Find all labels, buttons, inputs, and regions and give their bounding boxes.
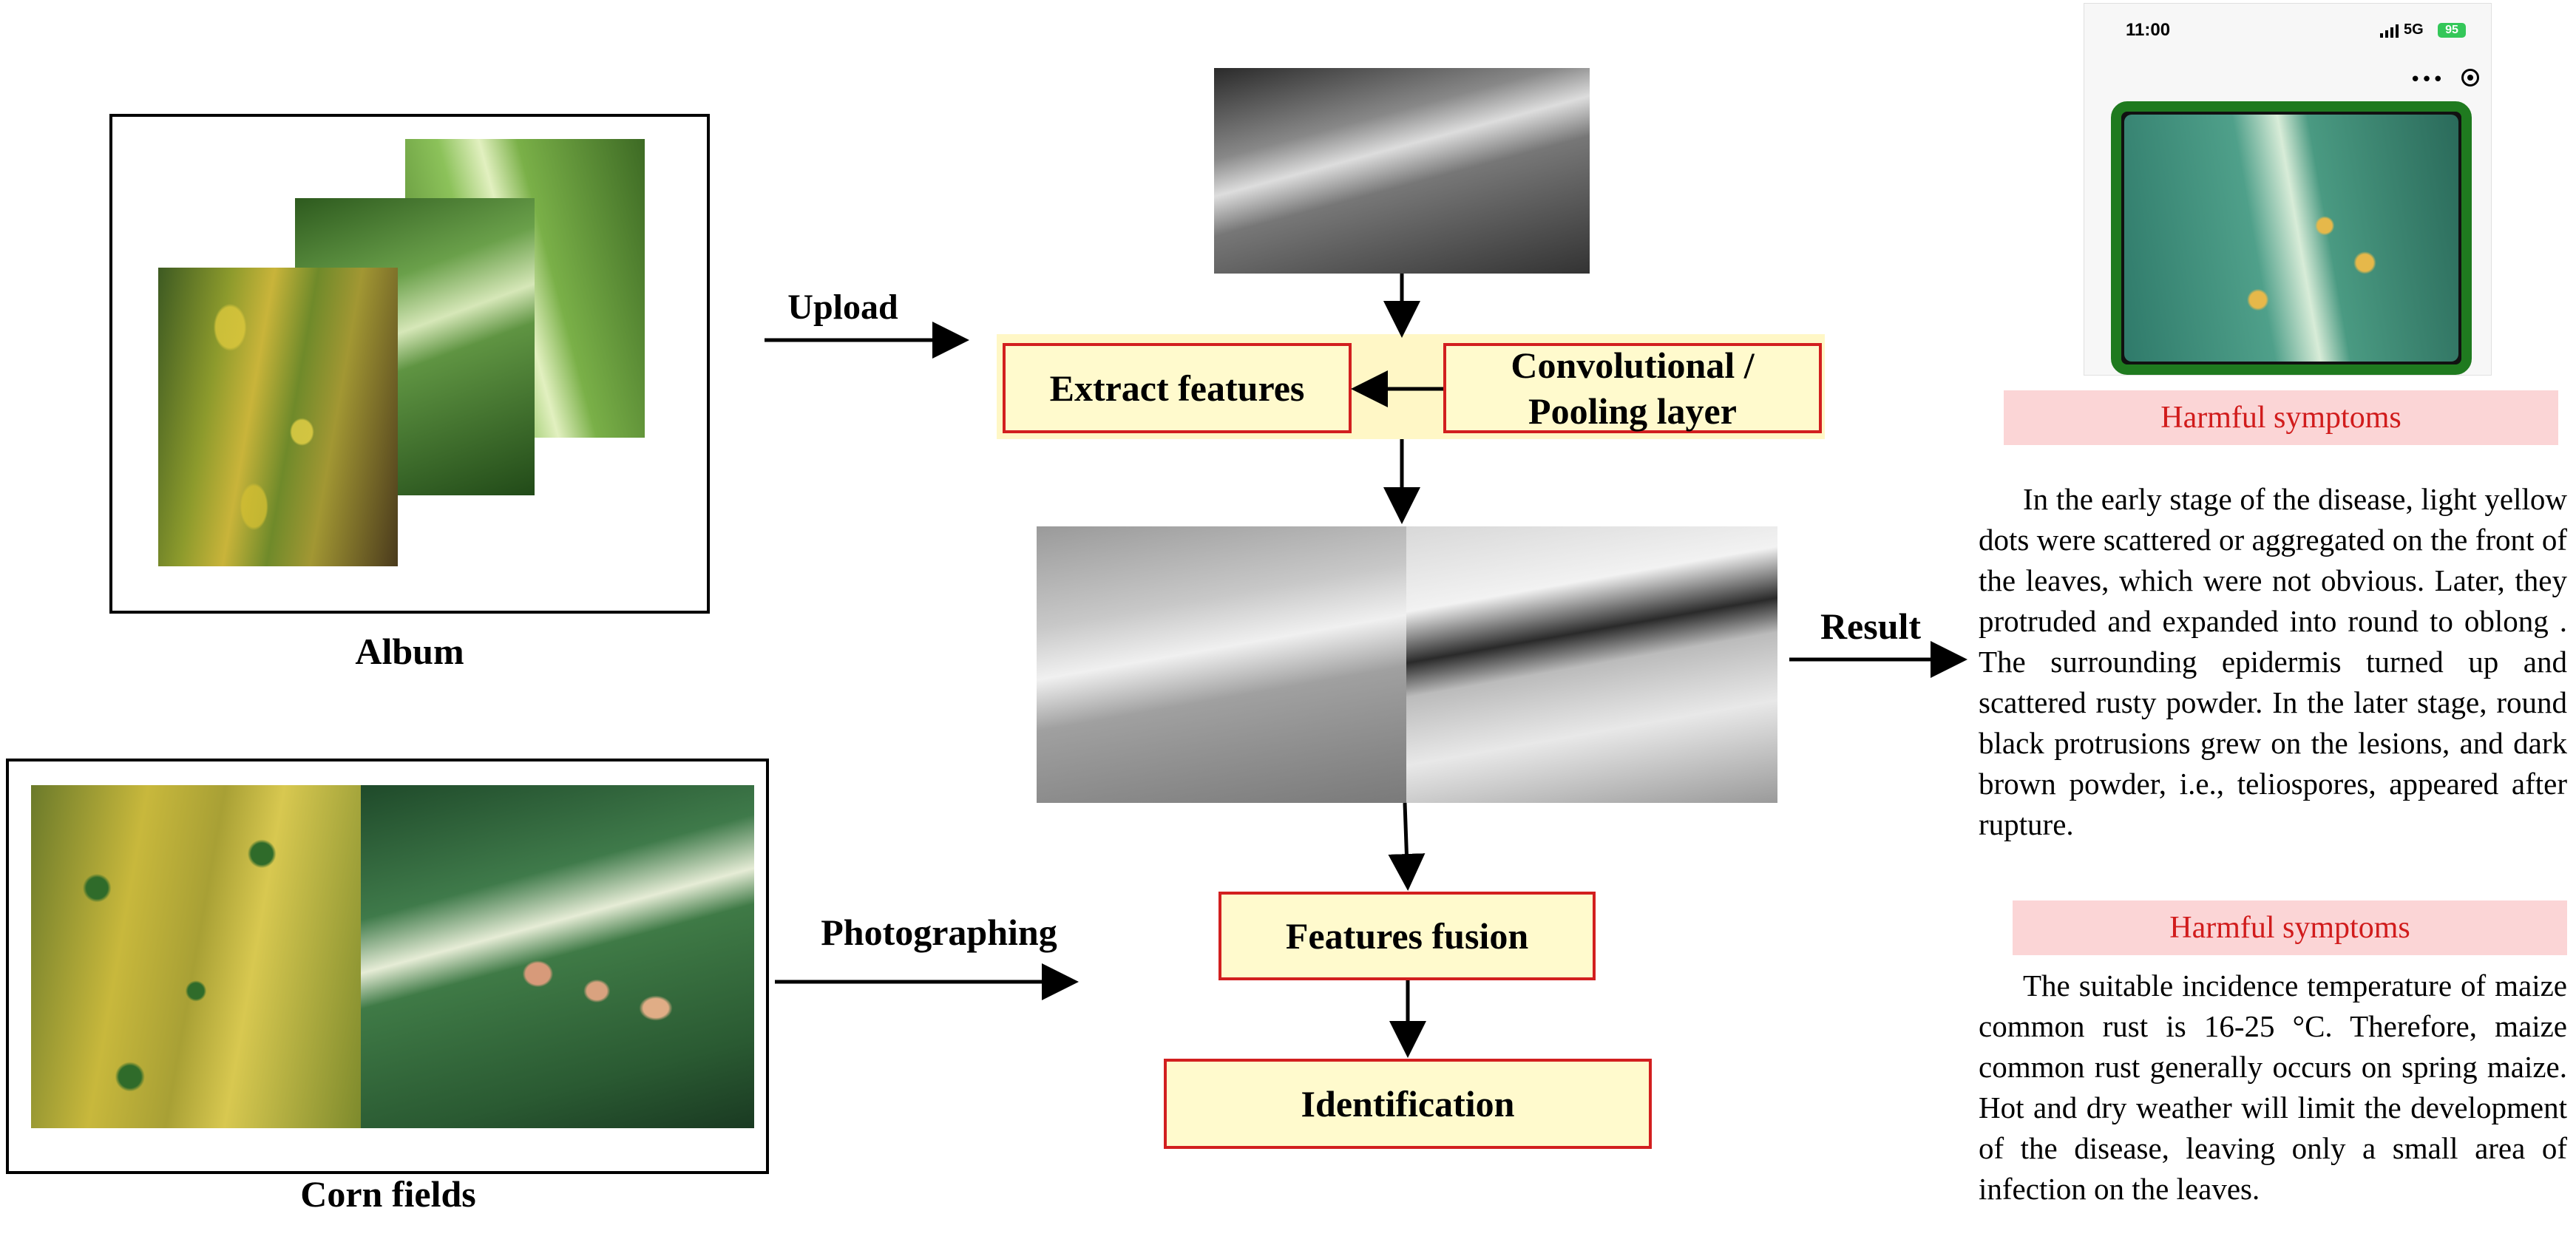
close-target-icon[interactable] — [2461, 69, 2479, 86]
corn-field-photo-left — [31, 785, 361, 1128]
signal-icon — [2380, 24, 2401, 38]
harmful-symptoms-heading-2: Harmful symptoms — [2013, 900, 2567, 955]
photographing-label: Photographing — [821, 912, 1057, 953]
corn-fields-label: Corn fields — [300, 1173, 476, 1215]
album-label: Album — [355, 631, 464, 672]
extract-features-box: Extract features — [1003, 343, 1352, 433]
features-fusion-box: Features fusion — [1218, 892, 1596, 980]
featuremap-to-fusion-arrow — [1388, 802, 1426, 891]
upload-label: Upload — [787, 288, 898, 327]
symptoms-paragraph-1: In the early stage of the disease, light… — [1979, 482, 2567, 841]
feature-map-right — [1406, 526, 1777, 803]
symptoms-paragraph-2: The suitable incidence temperature of ma… — [1979, 968, 2567, 1206]
feature-map-left — [1037, 526, 1406, 803]
album-photo-front — [158, 268, 398, 566]
corn-field-photo-right — [361, 785, 754, 1128]
phone-screen: 11:00 5G 95 ••• — [2084, 3, 2492, 376]
phone-leaf-photo — [2124, 115, 2458, 362]
result-label: Result — [1820, 605, 1922, 647]
phone-image-frame — [2111, 101, 2472, 375]
battery-icon: 95 — [2438, 23, 2466, 38]
network-label: 5G — [2404, 21, 2424, 38]
more-options-icon[interactable]: ••• — [2410, 69, 2444, 91]
conv-pool-line2: Pooling layer — [1528, 390, 1737, 432]
conv-pool-line1: Convolutional / — [1511, 345, 1755, 386]
identification-box: Identification — [1164, 1059, 1652, 1149]
status-time: 11:00 — [2126, 20, 2171, 40]
input-leaf-grayscale — [1214, 68, 1590, 274]
conv-pool-box: Convolutional / Pooling layer — [1443, 343, 1822, 433]
harmful-symptoms-heading-1: Harmful symptoms — [2004, 390, 2558, 445]
